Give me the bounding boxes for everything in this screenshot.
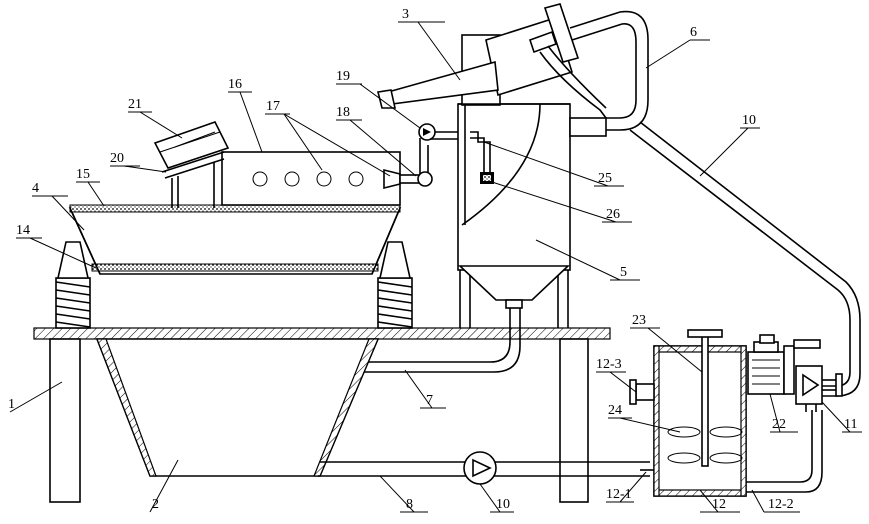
label-1: 1	[8, 397, 15, 412]
label-7: 7	[426, 393, 433, 408]
label-6: 6	[690, 25, 697, 40]
motor	[747, 334, 821, 395]
label-8: 8	[406, 497, 413, 512]
label-20: 20	[110, 151, 124, 166]
label-10-pump: 10	[496, 497, 510, 512]
label-5: 5	[620, 265, 627, 280]
label-12-1: 12-1	[606, 487, 632, 502]
label-2: 2	[152, 497, 159, 512]
pipe-8	[318, 451, 650, 485]
pump-11	[795, 365, 843, 412]
spring-right	[377, 241, 413, 329]
spray-box	[221, 151, 421, 206]
label-10-pipe: 10	[742, 113, 756, 128]
label-15: 15	[76, 167, 90, 182]
frame	[33, 327, 611, 503]
pipe-7	[364, 308, 521, 373]
collection-hopper	[95, 338, 380, 477]
feed-chute	[161, 151, 225, 208]
label-26: 26	[606, 207, 620, 222]
label-25: 25	[598, 171, 612, 186]
label-16: 16	[228, 77, 242, 92]
vibrating-screen	[68, 204, 402, 275]
label-14: 14	[16, 223, 30, 238]
label-12: 12	[712, 497, 726, 512]
label-12-2: 12-2	[768, 497, 794, 512]
label-23: 23	[632, 313, 646, 328]
leader-lines	[9, 21, 862, 513]
label-3: 3	[402, 7, 409, 22]
part-labels: 1 2 3 4 5 6 7 8 10 10 11 12 12-1 12-2 12…	[8, 7, 857, 512]
label-4: 4	[32, 181, 39, 196]
spring-left	[55, 241, 91, 329]
label-22: 22	[772, 417, 786, 432]
hydrocyclone	[377, 3, 580, 109]
feed-box	[153, 121, 230, 169]
label-12-3: 12-3	[596, 357, 622, 372]
pipe-6	[539, 10, 649, 131]
label-24: 24	[608, 403, 622, 418]
spray-pipe	[417, 123, 458, 187]
label-11: 11	[844, 417, 857, 432]
label-21: 21	[128, 97, 142, 112]
label-18: 18	[336, 105, 350, 120]
label-17: 17	[266, 99, 280, 114]
label-19: 19	[336, 69, 350, 84]
